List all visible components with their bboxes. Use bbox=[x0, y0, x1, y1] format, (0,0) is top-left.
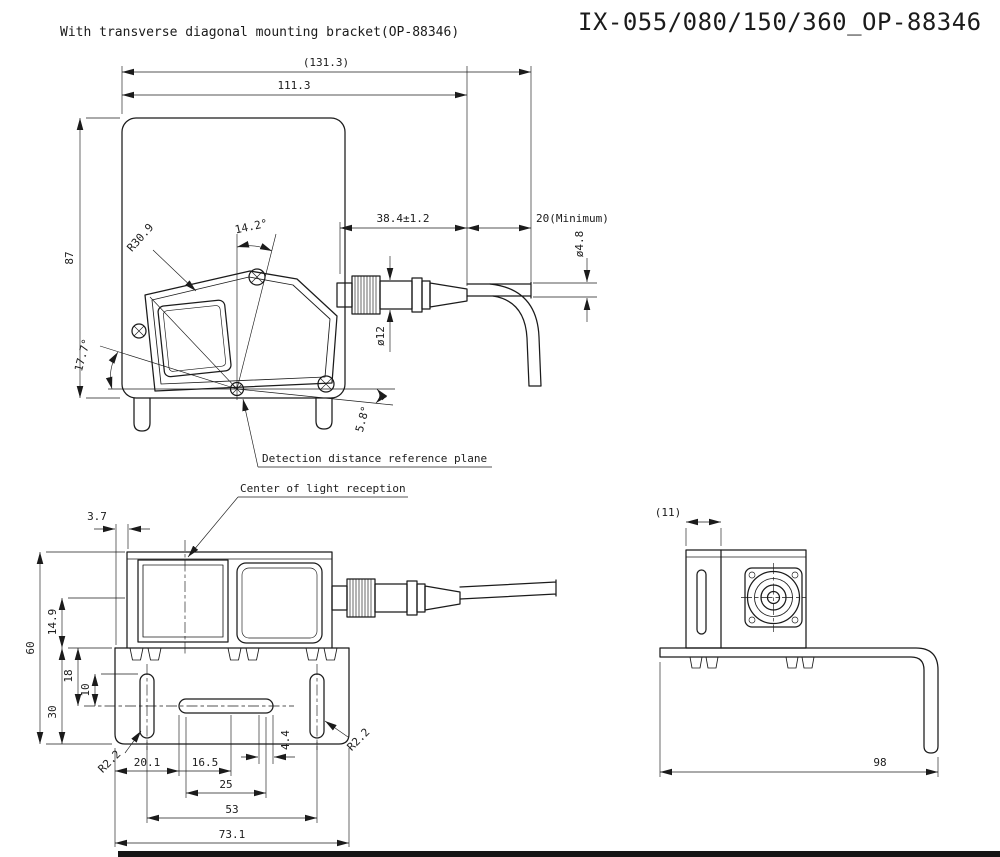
dim-width: 111.3 bbox=[277, 79, 310, 92]
sensor-body-end bbox=[685, 549, 807, 649]
cable-side bbox=[466, 281, 542, 387]
dim-depth: (11) bbox=[655, 506, 682, 519]
drawing-subtitle: With transverse diagonal mounting bracke… bbox=[60, 25, 459, 40]
dim-angle-left: 17.7° bbox=[72, 337, 93, 372]
mounting-screws bbox=[131, 268, 335, 397]
label-reference-plane: Detection distance reference plane bbox=[262, 452, 487, 465]
dim-cable-center-height: 14.9 bbox=[46, 609, 59, 636]
side-view: (131.3) 111.3 87 38.4±1.2 20(Minimum) ø4… bbox=[63, 56, 609, 468]
front-view-dimensions: Center of light reception 3.7 60 14.9 30… bbox=[24, 482, 408, 847]
dim-length: 98 bbox=[873, 756, 886, 769]
dim-cable-straight: 20(Minimum) bbox=[536, 212, 609, 225]
dim-connector-diameter: ø12 bbox=[374, 326, 387, 346]
beam-angle-lines bbox=[99, 233, 395, 406]
dim-bracket-height: 30 bbox=[46, 705, 59, 718]
dim-overall-width: (131.3) bbox=[303, 56, 349, 69]
dim-edge-offset: 3.7 bbox=[87, 510, 107, 523]
dim-slot-center: 18 bbox=[62, 669, 75, 682]
end-view-dimensions: (11) 98 bbox=[655, 506, 939, 777]
connector-side bbox=[336, 275, 468, 315]
dim-cable-diameter: ø4.8 bbox=[573, 231, 586, 258]
dim-25: 25 bbox=[219, 778, 232, 791]
drawing-title: IX-055/080/150/360_OP-88346 bbox=[578, 8, 982, 36]
dim-slot-top: 10 bbox=[79, 683, 92, 696]
dim-connector-length: 38.4±1.2 bbox=[377, 212, 430, 225]
dim-height: 87 bbox=[63, 251, 76, 264]
bracket-plate-side bbox=[121, 117, 346, 432]
label-light-center: Center of light reception bbox=[240, 482, 406, 495]
dim-73-1: 73.1 bbox=[219, 828, 246, 841]
connector-front bbox=[331, 578, 557, 618]
sensor-body-front bbox=[126, 540, 333, 656]
dim-total-height: 60 bbox=[24, 641, 37, 654]
dim-20-1: 20.1 bbox=[134, 756, 161, 769]
end-view: (11) 98 bbox=[655, 506, 939, 777]
side-view-dimensions: (131.3) 111.3 87 38.4±1.2 20(Minimum) ø4… bbox=[63, 56, 609, 468]
sheet-border bbox=[118, 851, 1000, 857]
bracket-end bbox=[659, 647, 939, 754]
front-view: Center of light reception 3.7 60 14.9 30… bbox=[24, 482, 557, 847]
bracket-front bbox=[84, 647, 350, 750]
dim-corner-radius: R30.9 bbox=[124, 221, 156, 254]
dim-16-5: 16.5 bbox=[192, 756, 219, 769]
dim-angle-top: 14.2° bbox=[234, 217, 269, 237]
dim-53: 53 bbox=[225, 803, 238, 816]
dim-4-4: 4.4 bbox=[279, 730, 292, 750]
dim-angle-bottom: 5.8° bbox=[353, 405, 372, 434]
